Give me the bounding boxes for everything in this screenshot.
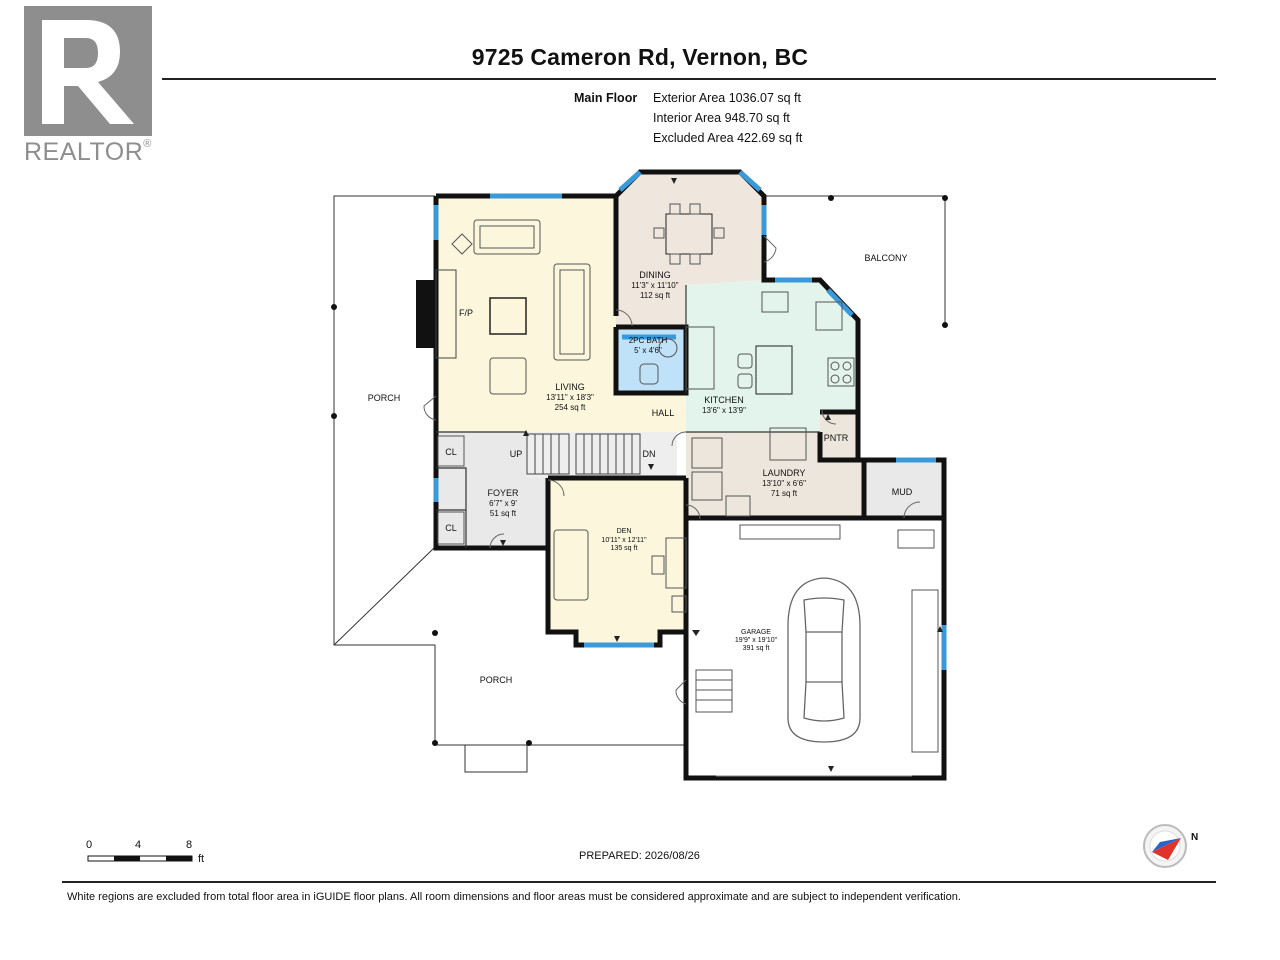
shelf-icon xyxy=(739,524,841,540)
compass-icon xyxy=(1143,824,1187,868)
disclaimer-text: White regions are excluded from total fl… xyxy=(67,891,961,903)
compass-north-label: N xyxy=(1191,832,1198,843)
kitchen-dims: 13'6" x 13'9" xyxy=(702,406,746,415)
room-labels: LIVING 13'11" x 18'3" 254 sq ft DINING 1… xyxy=(368,253,913,685)
prepared-date: PREPARED: 2026/08/26 xyxy=(579,850,700,862)
staircase xyxy=(526,433,641,475)
toilet-icon xyxy=(639,363,659,385)
scale-unit: ft xyxy=(198,853,205,865)
mud-fill xyxy=(864,460,944,518)
excluded-area: Excluded Area 422.69 sq ft xyxy=(653,131,803,145)
laundry-sink-icon xyxy=(725,495,751,517)
scale-tick-8: 8 xyxy=(186,839,193,851)
living-dims: 13'11" x 18'3" xyxy=(546,393,594,402)
desk-icon xyxy=(665,537,687,589)
den-sofa-icon xyxy=(553,529,589,601)
footer-rule xyxy=(62,881,1216,883)
realtor-wordmark: REALTOR® xyxy=(24,138,152,166)
page-title: 9725 Cameron Rd, Vernon, BC xyxy=(471,44,809,70)
porch-posts xyxy=(331,195,948,746)
stairs-fill xyxy=(527,432,677,478)
closet-label: CL xyxy=(445,447,457,457)
bath-dims: 5' x 4'6" xyxy=(634,346,662,355)
stairs-up-label: UP xyxy=(510,449,523,459)
dining-dims: 11'3" x 11'10" xyxy=(631,281,678,290)
washer-icon xyxy=(691,437,723,469)
car-icon xyxy=(787,577,861,743)
stairs-down-label: DN xyxy=(643,449,656,459)
foyer-name: FOYER xyxy=(487,488,519,498)
header-rule xyxy=(162,78,1216,80)
interior-area: Interior Area 948.70 sq ft xyxy=(653,111,790,125)
dryer-icon xyxy=(691,471,723,501)
furniture xyxy=(437,203,939,753)
sink-icon xyxy=(815,301,843,331)
fridge-icon xyxy=(769,427,807,461)
doors xyxy=(423,235,921,705)
stove-icon xyxy=(827,357,855,387)
fireplace-label: F/P xyxy=(459,308,473,318)
garage-entry-stairs-icon xyxy=(695,669,733,713)
armchair-icon xyxy=(489,357,527,395)
den-fill xyxy=(548,478,686,645)
laundry-name: LAUNDRY xyxy=(763,468,806,478)
room-fills xyxy=(436,172,944,645)
hearth-outline xyxy=(435,269,457,359)
closet-icon xyxy=(437,435,465,467)
pantry-name: PNTR xyxy=(824,433,849,443)
dining-area: 112 sq ft xyxy=(640,291,671,300)
sofa-icon xyxy=(473,219,541,255)
counter-icon xyxy=(685,326,715,390)
porch-label: PORCH xyxy=(480,675,513,685)
living-name: LIVING xyxy=(555,382,585,392)
scale-tick-0: 0 xyxy=(86,839,93,851)
exterior-area: Exterior Area 1036.07 sq ft xyxy=(653,91,802,105)
dining-name: DINING xyxy=(639,270,671,280)
den-dims: 10'11" x 12'11" xyxy=(601,537,647,544)
hall-name: HALL xyxy=(652,408,675,418)
kitchen-fill xyxy=(686,280,858,432)
laundry-area: 71 sq ft xyxy=(771,489,798,498)
den-area: 135 sq ft xyxy=(611,545,638,552)
side-table-icon xyxy=(451,233,473,255)
closet-icon xyxy=(437,511,465,545)
dining-table-icon xyxy=(665,213,713,255)
den-name: DEN xyxy=(617,528,632,535)
foyer-area: 51 sq ft xyxy=(490,509,517,518)
scale-tick-4: 4 xyxy=(135,839,142,851)
bath-name: 2PC BATH xyxy=(629,336,668,345)
sofa-icon xyxy=(553,263,591,361)
laundry-dims: 13'10" x 6'6" xyxy=(762,479,806,488)
garage-dims: 19'9" x 19'10" xyxy=(735,637,778,644)
kitchen-name: KITCHEN xyxy=(704,395,744,405)
realtor-logo-icon xyxy=(24,6,152,136)
basin-icon xyxy=(658,338,678,358)
area-summary: Main Floor Exterior Area 1036.07 sq ft I… xyxy=(0,88,1280,148)
workbench-icon xyxy=(911,589,939,753)
porch-label: PORCH xyxy=(368,393,401,403)
garage-name: GARAGE xyxy=(741,629,771,636)
dining-room-fill xyxy=(616,172,764,327)
closet-label: CL xyxy=(445,523,457,533)
mud-name: MUD xyxy=(892,487,913,497)
foyer-dims: 6'7" x 9' xyxy=(489,499,517,508)
kitchen-island-icon xyxy=(755,345,793,395)
scale-bar xyxy=(87,855,193,862)
coffee-table-icon xyxy=(489,297,527,335)
bar-sink-icon xyxy=(761,291,789,313)
fireplace-icon xyxy=(416,280,436,348)
living-area: 254 sq ft xyxy=(555,403,586,412)
entry-arrows xyxy=(500,178,943,772)
balcony-label: BALCONY xyxy=(864,253,907,263)
floor-label: Main Floor xyxy=(574,91,638,105)
living-room-fill xyxy=(436,196,686,432)
garage-area: 391 sq ft xyxy=(743,645,770,652)
